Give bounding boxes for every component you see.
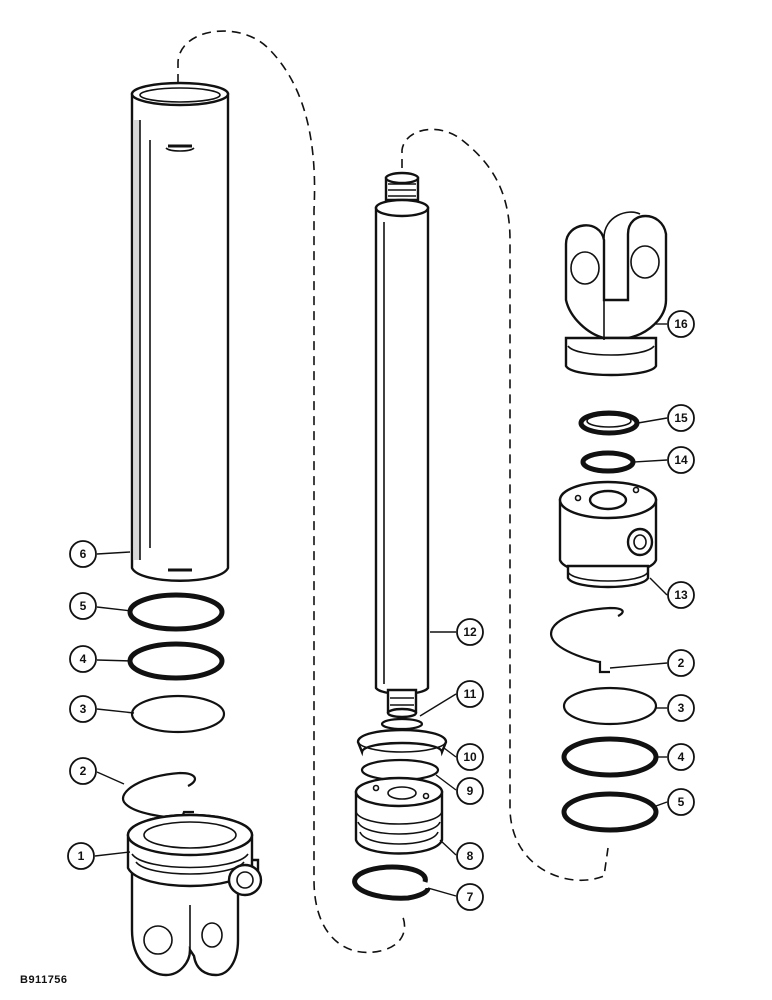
svg-text:5: 5: [80, 599, 87, 613]
rod-gland: [354, 776, 444, 855]
backup-ring-5-left: [127, 592, 225, 632]
callout-13: 13: [667, 581, 695, 609]
callout-9: 9: [456, 777, 484, 805]
callout-2-right: 2: [667, 649, 695, 677]
svg-text:11: 11: [464, 687, 477, 701]
rod-seal-11: [380, 717, 424, 731]
svg-text:13: 13: [674, 588, 688, 602]
callout-2-left: 2: [69, 757, 97, 785]
retaining-ring-2-right: [550, 606, 624, 674]
piston: [558, 480, 658, 589]
callout-10: 10: [456, 743, 484, 771]
callout-4-right: 4: [667, 743, 695, 771]
svg-text:1: 1: [78, 849, 85, 863]
callout-16: 16: [667, 310, 695, 338]
svg-text:2: 2: [80, 764, 87, 778]
svg-text:3: 3: [678, 701, 685, 715]
callout-4-left: 4: [69, 645, 97, 673]
callout-14: 14: [667, 446, 695, 474]
callout-12: 12: [456, 618, 484, 646]
svg-text:3: 3: [80, 702, 87, 716]
assembly-line-rod: [401, 128, 609, 881]
piston-seal-4-left: [127, 641, 225, 681]
callout-3-right: 3: [667, 694, 695, 722]
leader-lines: [94, 323, 668, 897]
svg-text:10: 10: [463, 750, 477, 764]
cylinder-barrel: [130, 81, 230, 582]
seal-14: [580, 450, 636, 474]
svg-text:4: 4: [678, 750, 685, 764]
o-ring-3-left: [130, 694, 226, 734]
callout-1: 1: [67, 842, 95, 870]
retaining-ring-2-left: [121, 771, 197, 820]
wear-ring-15: [578, 410, 640, 436]
callout-5-left: 5: [69, 592, 97, 620]
assembly-line-barrel: [177, 30, 406, 954]
callout-3-left: 3: [69, 695, 97, 723]
svg-text:5: 5: [678, 795, 685, 809]
figure-id-label: B911756: [20, 974, 68, 986]
rod-clevis: [564, 211, 668, 377]
svg-text:9: 9: [467, 784, 474, 798]
svg-text:8: 8: [467, 849, 474, 863]
svg-text:12: 12: [463, 625, 477, 639]
barrel-base: [126, 813, 263, 977]
callout-8: 8: [456, 842, 484, 870]
callout-11: 11: [456, 680, 484, 708]
callout-6: 6: [69, 540, 97, 568]
callout-15: 15: [667, 404, 695, 432]
callout-5-right: 5: [667, 788, 695, 816]
svg-text:2: 2: [678, 656, 685, 670]
retaining-ring-7: [352, 864, 431, 901]
callout-7: 7: [456, 883, 484, 911]
svg-text:4: 4: [80, 652, 87, 666]
svg-text:7: 7: [467, 890, 474, 904]
svg-text:6: 6: [80, 547, 87, 561]
piston-rod: [374, 171, 430, 719]
o-ring-3-right: [562, 686, 658, 726]
svg-text:15: 15: [674, 411, 688, 425]
svg-text:16: 16: [674, 317, 688, 331]
svg-text:14: 14: [674, 453, 688, 467]
piston-seal-4-right: [561, 736, 659, 778]
backup-ring-5-right: [561, 791, 659, 833]
